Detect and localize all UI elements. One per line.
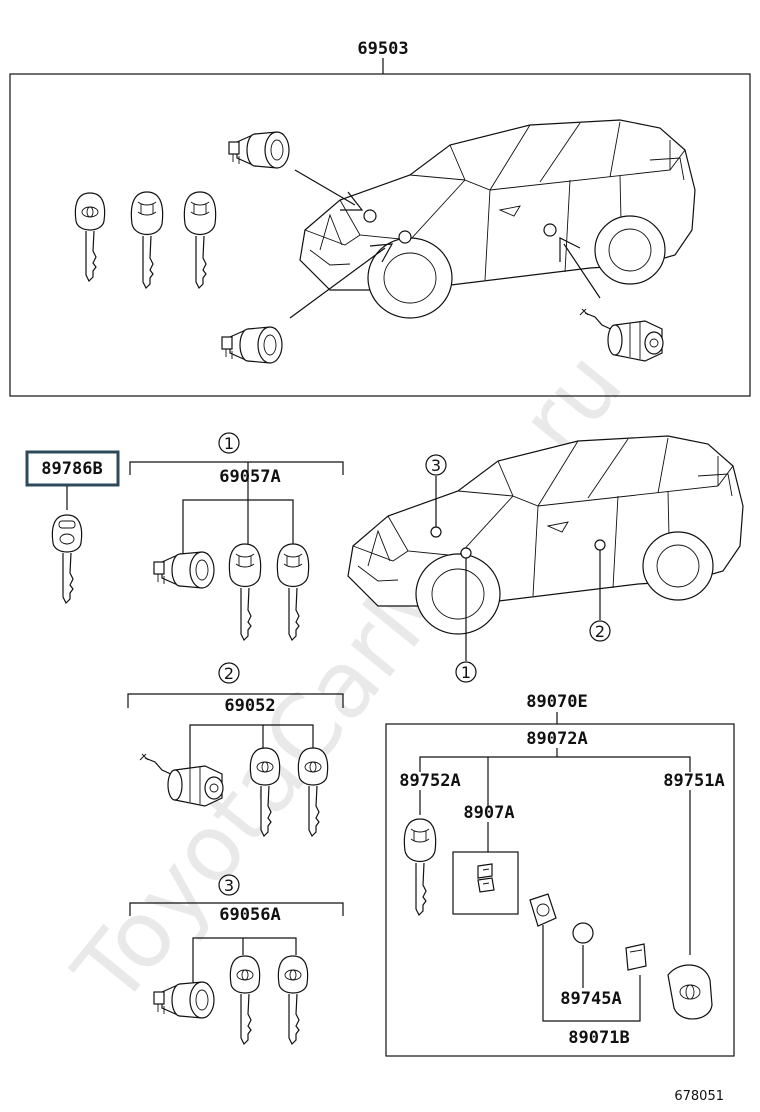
kit-left-code: 89752A: [399, 771, 460, 791]
kit-case-piece-icon: [625, 943, 647, 971]
group-3-marker: 3: [224, 876, 234, 895]
group-1-marker: 1: [224, 434, 234, 453]
top-arrows: [289, 169, 601, 319]
group-1-code: 69057A: [219, 467, 280, 487]
kit-inner-code: 89072A: [526, 729, 587, 749]
top-back-door-cylinder-icon: [579, 308, 664, 362]
car-callout-1: 1: [461, 663, 471, 682]
top-car-illustration: [299, 119, 696, 319]
car-callout-3: 3: [431, 456, 441, 475]
highlighted-part-code: 89786B: [41, 459, 102, 479]
kit-case-code: 89071B: [568, 1028, 629, 1048]
kit-right-code: 89751A: [663, 771, 724, 791]
top-keys: [74, 191, 217, 289]
group-1: 1 69057A: [129, 432, 344, 641]
top-ignition-cylinder-icon: [228, 131, 290, 169]
kit-remote-key-icon: [403, 818, 437, 916]
top-assembly-box: [9, 58, 751, 397]
car-callout-2: 2: [595, 622, 605, 641]
location-car-illustration: [347, 435, 744, 635]
group-3-code: 69056A: [219, 905, 280, 925]
kit-smart-key-icon: [667, 964, 713, 1020]
highlighted-part-frame: [25, 450, 120, 487]
group-3: 3 69056A: [129, 874, 344, 1045]
group-2: 2 69052: [127, 662, 344, 837]
kit-transponder-icon: [529, 893, 557, 927]
top-group-code: 69503: [357, 39, 408, 59]
key-kit-box: [385, 712, 735, 1057]
kit-battery-icon: [572, 922, 594, 944]
figure-number: 678051: [674, 1089, 724, 1104]
transmitter-key-icon: [51, 514, 83, 604]
kit-battery-code: 89745A: [560, 989, 621, 1009]
kit-seal-icon: [477, 863, 495, 893]
kit-mid-code: 8907A: [463, 803, 514, 823]
kit-outer-code: 89070E: [526, 692, 587, 712]
group-2-code: 69052: [224, 696, 275, 716]
car-callouts: 3 1 2: [425, 454, 611, 683]
top-door-lock-cylinder-icon: [221, 326, 283, 364]
group-2-marker: 2: [224, 664, 234, 683]
watermark-text: ToyotaCarMine.ru: [53, 332, 643, 1025]
